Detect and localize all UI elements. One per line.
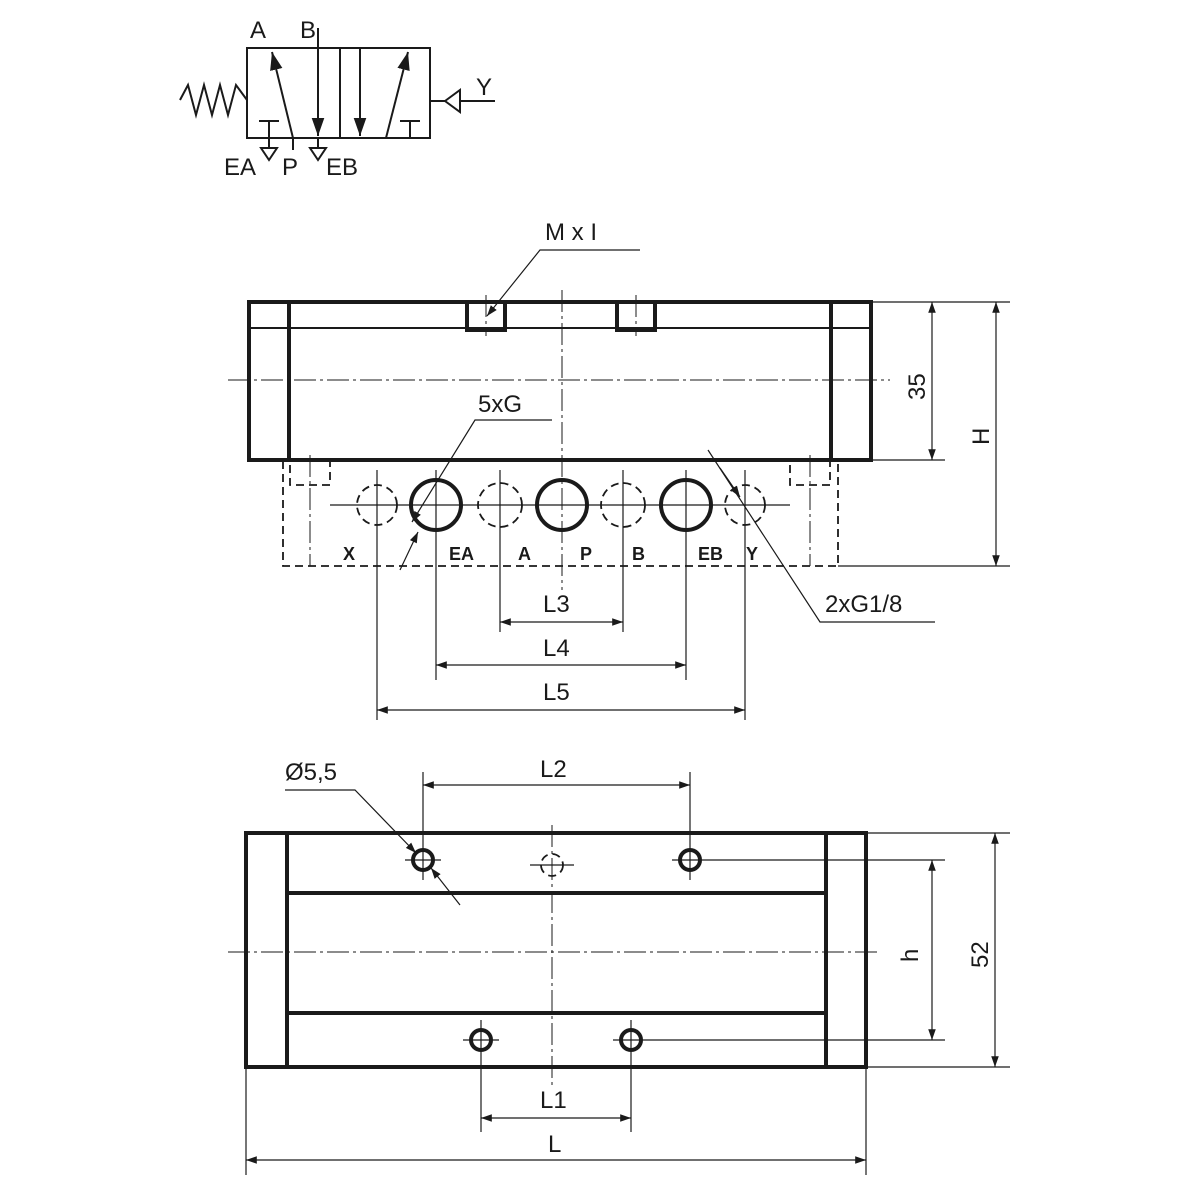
pilot-triangle-icon: [443, 88, 461, 114]
callout-5xg: 5xG: [478, 391, 522, 418]
dim-52: 52: [967, 941, 994, 968]
symbol-label-ea: EA: [224, 154, 256, 181]
callout-hole-diameter: Ø5,5: [285, 759, 337, 786]
port-b-hidden: [600, 482, 646, 528]
port-label-b: B: [632, 544, 645, 564]
port-label-a: A: [518, 544, 531, 564]
symbol-label-b: B: [300, 17, 316, 44]
port-label-eb: EB: [698, 544, 723, 564]
port-label-x: X: [343, 544, 355, 564]
port-p: [535, 478, 589, 532]
front-view: X EA A P B EB Y L3 L4 L5 35 H M x I 5xG …: [228, 219, 1010, 720]
symbol-label-a: A: [250, 17, 266, 44]
port-label-p: P: [580, 544, 592, 564]
dim-l1: L1: [540, 1087, 567, 1114]
callout-2xg18: 2xG1/8: [825, 591, 902, 618]
spring-icon: [179, 81, 248, 119]
dim-l2: L2: [540, 756, 567, 783]
dim-l4: L4: [543, 635, 570, 662]
port-label-y: Y: [746, 544, 758, 564]
dim-l5: L5: [543, 679, 570, 706]
port-a-hidden: [477, 482, 523, 528]
port-label-ea: EA: [449, 544, 474, 564]
symbol-label-eb: EB: [326, 154, 358, 181]
symbol-label-p: P: [282, 154, 298, 181]
symbol-label-y: Y: [476, 74, 492, 101]
dim-l: L: [548, 1131, 561, 1158]
callout-mxi: M x I: [545, 219, 597, 246]
dim-35: 35: [904, 373, 931, 400]
dim-l3: L3: [543, 591, 570, 618]
top-view: L2 L1 L h 52 Ø5,5: [228, 756, 1010, 1175]
dim-h-total: H: [968, 428, 995, 445]
valve-symbol: A B EA P EB Y: [179, 17, 495, 181]
dim-h-holes: h: [897, 949, 924, 962]
